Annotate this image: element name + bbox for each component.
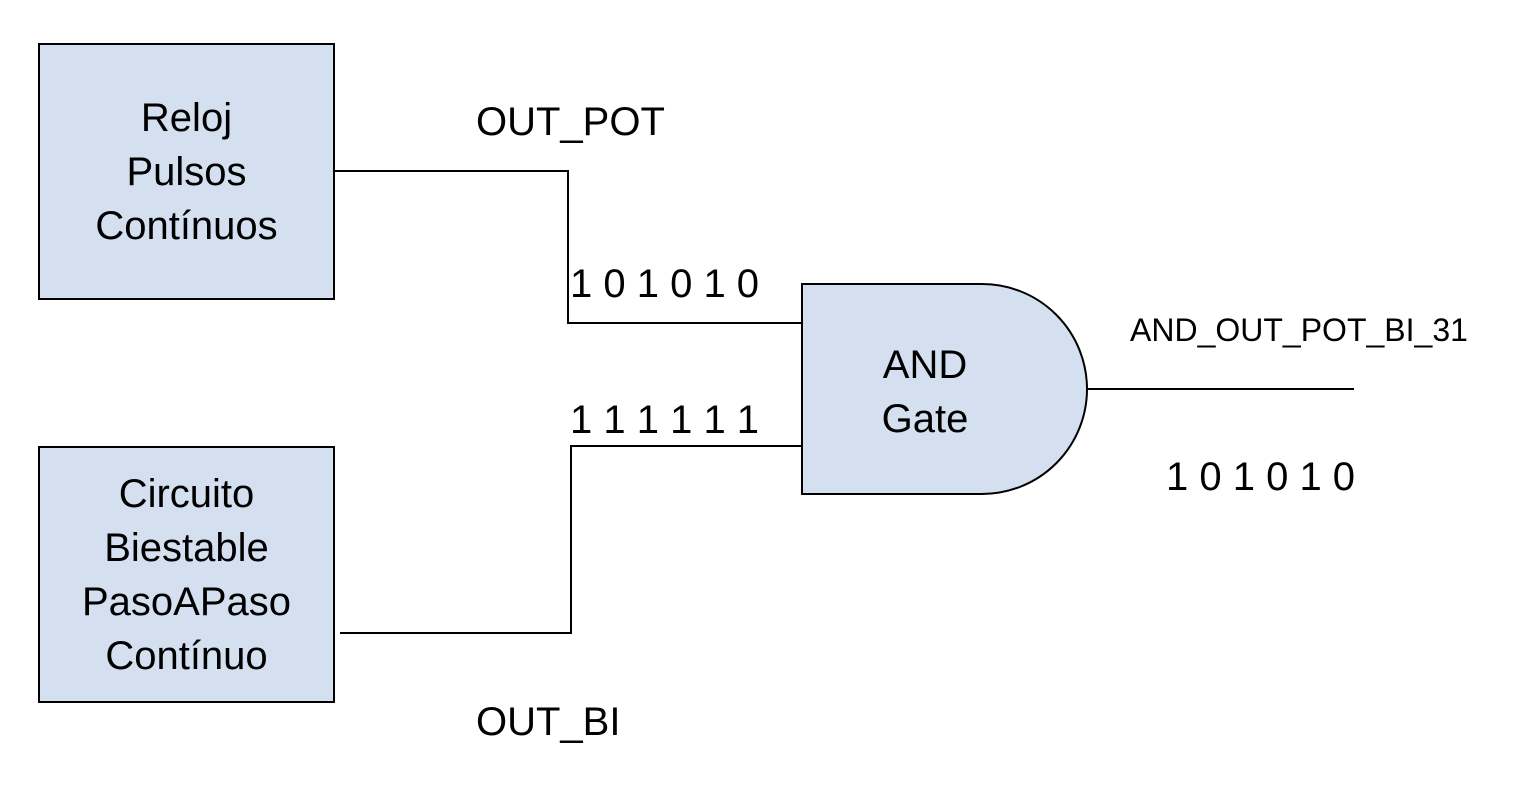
clock-block: Reloj Pulsos Contínuos — [38, 43, 335, 300]
signal-out-pot-label: OUT_POT — [476, 100, 665, 144]
and-gate-label-line-2: Gate — [881, 397, 969, 441]
bistable-label-line-2: Biestable — [104, 525, 269, 570]
clock-block-shape — [38, 43, 335, 300]
signal-out-bi-label: OUT_BI — [476, 700, 621, 744]
bistable-label-line-1: Circuito — [118, 471, 255, 516]
and-gate-shape — [801, 283, 1088, 495]
output-bits: 1 0 1 0 1 0 — [1166, 455, 1356, 499]
and-gate-label: AND Gate — [820, 338, 1030, 446]
input-2-bits: 1 1 1 1 1 1 — [570, 398, 760, 442]
wire-out-bi — [340, 445, 802, 634]
clock-label-line-1: Reloj — [140, 95, 233, 140]
bistable-block: Circuito Biestable PasoAPaso Contínuo — [38, 446, 335, 703]
clock-label-line-3: Contínuos — [95, 203, 278, 248]
and-gate-label-line-1: AND — [882, 343, 968, 387]
clock-label-line-2: Pulsos — [126, 149, 247, 194]
bistable-label-line-3: PasoAPaso — [81, 579, 292, 624]
and-output-signal-label: AND_OUT_POT_BI_31 — [1130, 312, 1468, 348]
wire-out-pot — [334, 170, 802, 324]
bistable-label-line-4: Contínuo — [105, 633, 268, 678]
input-1-bits: 1 0 1 0 1 0 — [570, 262, 760, 306]
bistable-block-shape — [38, 446, 335, 703]
